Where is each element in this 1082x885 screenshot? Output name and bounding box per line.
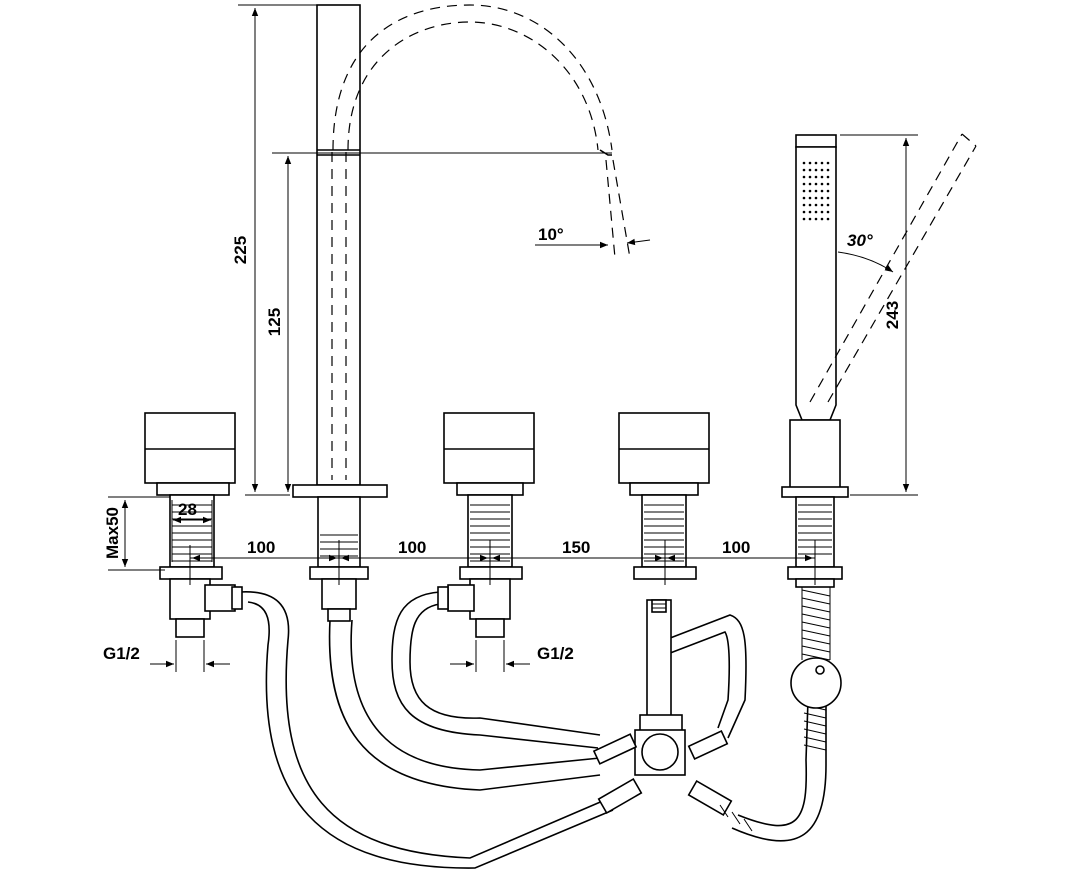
- label-spacing-4: 100: [722, 538, 750, 557]
- label-shank-diameter: 28: [178, 500, 197, 519]
- hand-shower: [781, 133, 977, 588]
- label-spout-height: 225: [231, 236, 250, 264]
- center-handle-valve: [437, 412, 535, 638]
- supply-hoses: [239, 585, 842, 869]
- dimension-labels: 225 125 243 Max50 28 100 100 150 100 G1/…: [103, 225, 902, 663]
- dimension-lines: [108, 4, 918, 672]
- label-mount-depth: Max50: [103, 507, 122, 559]
- spout: [292, 4, 631, 622]
- concealed-mixer-body: [592, 599, 753, 832]
- label-thread-left: G1/2: [103, 644, 140, 663]
- label-spacing-1: 100: [247, 538, 275, 557]
- label-handshower-angle: 30°: [847, 231, 873, 250]
- label-spout-angle: 10°: [538, 225, 564, 244]
- label-spacing-2: 100: [398, 538, 426, 557]
- label-thread-right: G1/2: [537, 644, 574, 663]
- left-handle-valve: [144, 412, 243, 638]
- label-handshower-height: 243: [883, 301, 902, 329]
- diverter-handle: [618, 412, 710, 580]
- label-spout-outlet-height: 125: [265, 308, 284, 336]
- label-spacing-3: 150: [562, 538, 590, 557]
